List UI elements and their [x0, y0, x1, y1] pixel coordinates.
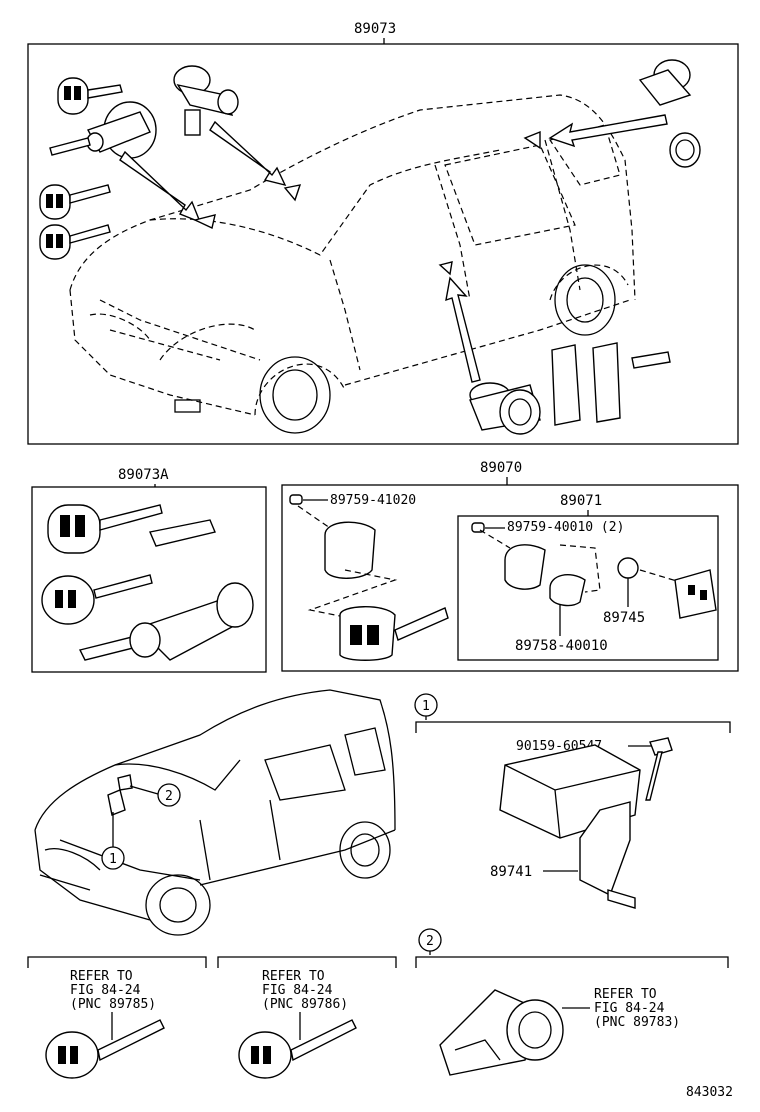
- label-89070: 89070: [480, 460, 522, 476]
- bracket-ref-2: [217, 956, 397, 968]
- svg-text:2: 2: [165, 789, 173, 804]
- svg-text:(PNC 89783): (PNC 89783): [594, 1015, 680, 1030]
- label-p6: 89741: [490, 864, 532, 880]
- door-cylinder-bottom: [469, 382, 541, 435]
- immobilizer-coil: [439, 989, 564, 1076]
- car-illustration-bottom: [34, 689, 396, 936]
- callout-2-car: 2: [129, 783, 181, 807]
- frame-89073a: [31, 486, 267, 673]
- label-p3: 89745: [603, 610, 645, 626]
- label-89071: 89071: [560, 493, 602, 509]
- svg-text:REFER TO: REFER TO: [594, 987, 657, 1002]
- label-p1: 89759-41020: [330, 493, 416, 508]
- callout-1-header: 1: [414, 693, 731, 733]
- svg-text:FIG 84-24: FIG 84-24: [262, 983, 333, 998]
- car-illustration-top: [69, 94, 636, 434]
- label-89073a: 89073A: [118, 467, 169, 483]
- ecu-89741: [499, 737, 673, 909]
- svg-text:1: 1: [109, 852, 117, 867]
- callout-2-header: 2: [415, 928, 729, 968]
- svg-text:1: 1: [422, 699, 430, 714]
- frame-89071: [457, 515, 719, 661]
- svg-text:REFER TO: REFER TO: [70, 969, 133, 984]
- key-set-89073a: [41, 504, 254, 661]
- ref-note-3: REFER TO FIG 84-24 (PNC 89783): [562, 987, 680, 1030]
- frame-89073: [27, 43, 739, 445]
- arrows-top: [119, 114, 668, 383]
- ref-note-1: REFER TO FIG 84-24 (PNC 89785): [70, 969, 156, 1040]
- ref-note-2: REFER TO FIG 84-24 (PNC 89786): [262, 969, 348, 1040]
- callout-1-car: 1: [101, 812, 125, 870]
- svg-text:FIG 84-24: FIG 84-24: [594, 1001, 665, 1016]
- hatch-cylinder-top: [638, 59, 701, 168]
- key-ref-2: [238, 1019, 357, 1079]
- label-p4: 89758-40010: [515, 638, 608, 654]
- bracket-ref-1: [27, 956, 207, 968]
- svg-text:REFER TO: REFER TO: [262, 969, 325, 984]
- svg-text:2: 2: [426, 934, 434, 949]
- keys-top-left: [39, 77, 123, 260]
- key-ref-1: [45, 1019, 165, 1079]
- label-89073: 89073: [354, 21, 396, 37]
- svg-text:(PNC 89785): (PNC 89785): [70, 997, 156, 1012]
- remote-internals-89071: [479, 529, 717, 619]
- svg-text:FIG 84-24: FIG 84-24: [70, 983, 141, 998]
- frame-89070: [281, 484, 739, 672]
- remote-key-89070: [297, 505, 449, 661]
- pads-top: [551, 342, 671, 426]
- svg-text:(PNC 89786): (PNC 89786): [262, 997, 348, 1012]
- figure-number: 843032: [686, 1085, 733, 1100]
- door-cylinder-top: [173, 65, 239, 136]
- label-p2: 89759-40010 (2): [507, 520, 624, 535]
